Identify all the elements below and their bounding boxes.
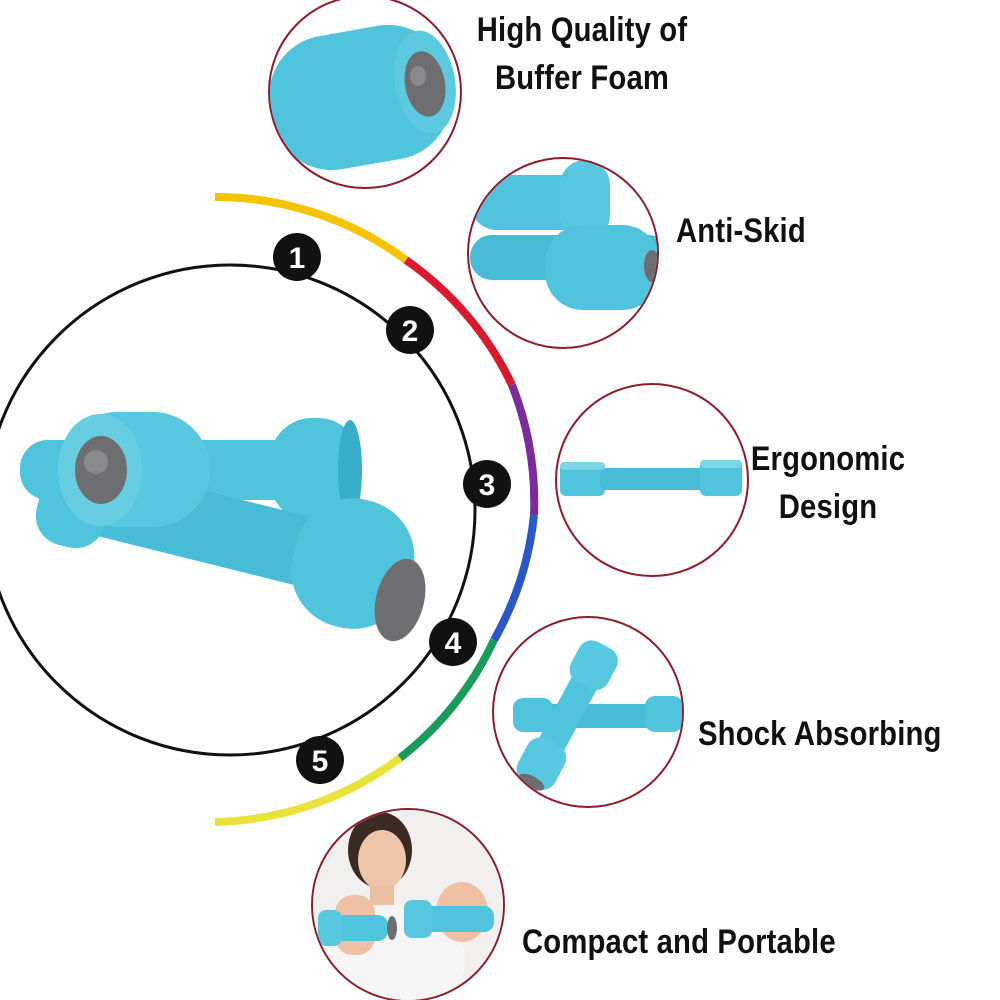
arc-segment-4 xyxy=(490,514,538,642)
woman-holding-dumbbell-image xyxy=(311,808,505,1000)
foam-roll-closeup-image xyxy=(268,0,462,189)
feature-label-anti-skid: Anti-Skid xyxy=(676,207,806,255)
feature-label-line: Buffer Foam xyxy=(494,59,670,97)
step-badge-4 xyxy=(429,618,477,666)
step-number-4: 4 xyxy=(445,627,462,660)
main-product-image xyxy=(0,263,477,757)
step-badge-1 xyxy=(273,233,321,281)
feature-label-shock-absorbing: Shock Absorbing xyxy=(698,710,942,758)
step-numbers: 1 2 3 4 5 xyxy=(289,242,496,778)
feature-label-line: Ergonomic xyxy=(750,440,906,478)
step-number-5: 5 xyxy=(312,745,329,778)
arc-segment-5 xyxy=(397,638,498,762)
feature-label-buffer-foam: High Quality of Buffer Foam xyxy=(453,6,711,102)
step-badge-5 xyxy=(296,736,344,784)
feature-label-line: High Quality of xyxy=(476,11,688,49)
step-number-1: 1 xyxy=(289,242,306,275)
feature-label-ergonomic-design: Ergonomic Design xyxy=(742,435,914,531)
step-badge-2 xyxy=(386,306,434,354)
feature-label-compact-portable: Compact and Portable xyxy=(522,918,836,966)
crossed-dumbbells-image xyxy=(467,157,659,349)
step-badge-3 xyxy=(463,460,511,508)
feature-label-line: Shock Absorbing xyxy=(698,715,942,753)
feature-label-line: Compact and Portable xyxy=(522,923,836,961)
feature-label-line: Anti-Skid xyxy=(676,212,806,250)
single-dumbbell-image xyxy=(555,383,749,577)
arc-segment-6 xyxy=(214,754,403,826)
arc-segment-1 xyxy=(214,192,409,264)
step-badges xyxy=(273,233,511,784)
arc-segment-3 xyxy=(508,383,539,516)
arc-segment-2 xyxy=(403,256,516,387)
feature-label-line: Design xyxy=(778,488,878,526)
step-number-2: 2 xyxy=(402,315,419,348)
step-number-3: 3 xyxy=(479,469,496,502)
crossed-dumbbells-vertical-image xyxy=(492,616,684,808)
step-arc xyxy=(214,192,539,826)
